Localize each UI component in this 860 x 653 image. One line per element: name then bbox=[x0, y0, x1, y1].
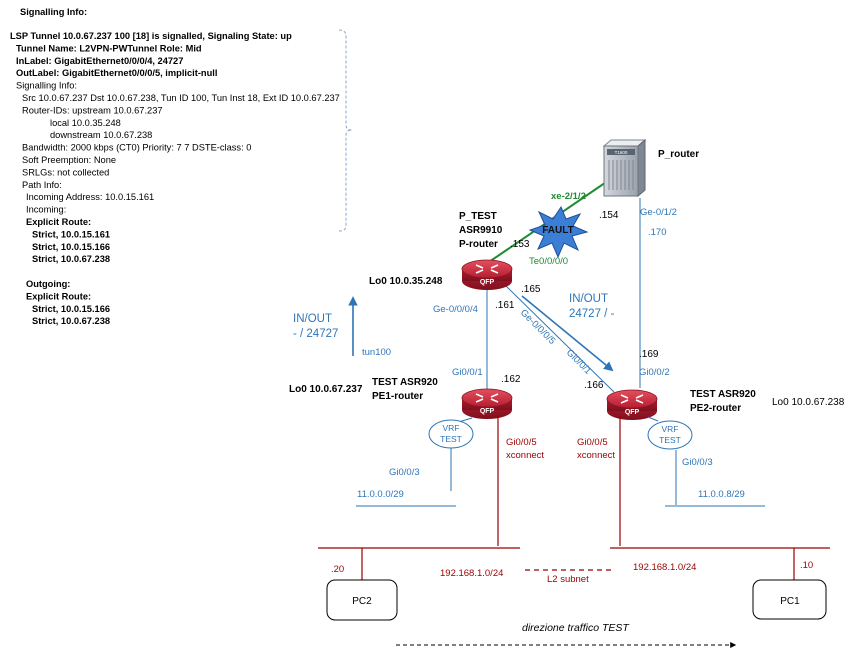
signalling-lines: LSP Tunnel 10.0.67.237 100 [18] is signa… bbox=[10, 31, 340, 326]
pe1-model: TEST ASR920 bbox=[372, 377, 438, 388]
p-router-ge-ip: .170 bbox=[648, 227, 667, 238]
p-test-role: P-router bbox=[459, 239, 498, 250]
pc2-name: PC2 bbox=[352, 596, 372, 607]
signalling-line: Strict, 10.0.67.238 bbox=[32, 254, 110, 264]
pe2-vrf: VRF TEST bbox=[647, 416, 693, 505]
p-test-name: P_TEST bbox=[459, 211, 497, 222]
pe1-vrf: VRF TEST bbox=[428, 417, 474, 491]
p-test-ge4-label: Ge-0/0/0/4 bbox=[433, 304, 478, 315]
signalling-line: Explicit Route: bbox=[26, 291, 91, 301]
link-p-test-pe2 bbox=[505, 285, 615, 393]
p-test-te-label: Te0/0/0/0 bbox=[529, 256, 568, 267]
pe1-gi01-ip: .162 bbox=[501, 374, 521, 385]
pe1-gi01-label: Gi0/0/1 bbox=[452, 367, 483, 378]
pe2-gi01-ip: .166 bbox=[584, 380, 604, 391]
p-test-loopback: Lo0 10.0.35.248 bbox=[369, 276, 443, 287]
signalling-line: Src 10.0.67.237 Dst 10.0.67.238, Tun ID … bbox=[22, 93, 340, 103]
signalling-line: Strict, 10.0.67.238 bbox=[32, 316, 110, 326]
p-test-router-icon[interactable]: QFP bbox=[461, 259, 513, 290]
signalling-line: Signalling Info: bbox=[16, 81, 77, 91]
pe1-lan-subnet: 11.0.0.0/29 bbox=[357, 489, 404, 500]
signalling-line: Outgoing: bbox=[26, 279, 70, 289]
pc2-box[interactable] bbox=[326, 579, 398, 621]
signalling-line: Soft Preemption: None bbox=[22, 155, 116, 165]
signalling-line: Tunnel Name: L2VPN-PWTunnel Role: Mid bbox=[16, 43, 202, 53]
l2-subnet-left: 192.168.1.0/24 bbox=[440, 568, 503, 579]
p-router-device[interactable]: T1600 bbox=[602, 138, 647, 198]
l2-subnet-right: 192.168.1.0/24 bbox=[633, 562, 696, 573]
svg-text:VRF: VRF bbox=[662, 424, 679, 434]
signalling-line: Strict, 10.0.15.166 bbox=[32, 304, 110, 314]
tunnel-name: tun100 bbox=[362, 347, 391, 358]
traffic-direction-label: direzione traffico TEST bbox=[522, 622, 630, 634]
p-router-xe-ip: .154 bbox=[599, 210, 619, 221]
pc1-ip: .10 bbox=[800, 560, 813, 571]
signalling-line: Explicit Route: bbox=[26, 217, 91, 227]
pe1-gi03-label: Gi0/0/3 bbox=[389, 467, 420, 478]
signalling-line: OutLabel: GigabitEthernet0/0/0/5, implic… bbox=[16, 68, 217, 78]
pe2-gi05-label: Gi0/0/5 bbox=[577, 437, 608, 448]
svg-text:TEST: TEST bbox=[440, 434, 462, 444]
p-test-te-ip: .153 bbox=[510, 239, 530, 250]
pe2-loopback: Lo0 10.0.67.238 bbox=[772, 397, 845, 408]
pe2-gi03-label: Gi0/0/3 bbox=[682, 457, 713, 468]
l2-subnet-label: L2 subnet bbox=[547, 574, 589, 585]
p-router-xe-label: xe-2/1/2 bbox=[551, 191, 586, 202]
pe2-router-icon[interactable]: QFP bbox=[606, 389, 658, 420]
fault-label: FAULT bbox=[542, 225, 573, 236]
signalling-line: downstream 10.0.67.238 bbox=[50, 130, 152, 140]
pe1-loopback: Lo0 10.0.67.237 bbox=[289, 384, 363, 395]
signalling-brace bbox=[338, 29, 353, 232]
lsp-direction-arrow bbox=[521, 295, 614, 372]
signalling-header: Signalling Info: bbox=[20, 7, 87, 17]
pe1-role: PE1-router bbox=[372, 391, 423, 402]
svg-text:VRF: VRF bbox=[443, 423, 460, 433]
p-router-ge-label: Ge-0/1/2 bbox=[640, 207, 677, 218]
pe2-role: PE2-router bbox=[690, 403, 741, 414]
in-out-title-left: IN/OUT bbox=[293, 313, 332, 325]
pe2-xconnect-label: xconnect bbox=[577, 450, 615, 461]
signalling-line: Path Info: bbox=[22, 180, 62, 190]
pe2-lan-subnet: 11.0.0.8/29 bbox=[698, 489, 745, 500]
in-out-title-right: IN/OUT bbox=[569, 293, 608, 305]
pe2-gi02-ip: .169 bbox=[639, 349, 659, 360]
signalling-line: Bandwidth: 2000 kbps (CT0) Priority: 7 7… bbox=[22, 143, 251, 153]
signalling-line: InLabel: GigabitEthernet0/0/0/4, 24727 bbox=[16, 56, 183, 66]
pc1-box[interactable] bbox=[752, 579, 827, 620]
signalling-line: Router-IDs: upstream 10.0.67.237 bbox=[22, 105, 163, 115]
signalling-line: LSP Tunnel 10.0.67.237 100 [18] is signa… bbox=[10, 31, 292, 41]
pc2-ip: .20 bbox=[331, 564, 344, 575]
signalling-line: Incoming: bbox=[26, 205, 66, 215]
signalling-line: Strict, 10.0.15.161 bbox=[32, 229, 110, 239]
p-router-name: P_router bbox=[658, 149, 699, 160]
svg-text:T1600: T1600 bbox=[615, 150, 628, 155]
pe1-router-icon[interactable]: QFP bbox=[461, 388, 513, 419]
in-out-value-left: - / 24727 bbox=[293, 328, 338, 340]
p-test-ge5-ip: .165 bbox=[521, 284, 541, 295]
svg-text:QFP: QFP bbox=[480, 408, 495, 415]
in-out-value-right: 24727 / - bbox=[569, 308, 615, 320]
signalling-line: local 10.0.35.248 bbox=[50, 118, 121, 128]
pc1-name: PC1 bbox=[780, 596, 800, 607]
signalling-line: Incoming Address: 10.0.15.161 bbox=[26, 192, 154, 202]
fault-burst: FAULT bbox=[528, 205, 589, 259]
p-test-ge5-label: Ge-0/0/0/5 bbox=[518, 307, 558, 347]
svg-text:QFP: QFP bbox=[480, 279, 495, 286]
p-test-model: ASR9910 bbox=[459, 225, 503, 236]
svg-text:QFP: QFP bbox=[625, 409, 640, 416]
pe1-xconnect-label: xconnect bbox=[506, 450, 544, 461]
svg-text:TEST: TEST bbox=[659, 435, 681, 445]
signalling-line: SRLGs: not collected bbox=[22, 167, 109, 177]
p-test-ge4-ip: .161 bbox=[495, 300, 515, 311]
pe2-gi02-label: Gi0/0/2 bbox=[639, 367, 670, 378]
signalling-line: Strict, 10.0.15.166 bbox=[32, 242, 110, 252]
pe1-gi05-label: Gi0/0/5 bbox=[506, 437, 537, 448]
pe2-model: TEST ASR920 bbox=[690, 389, 756, 400]
